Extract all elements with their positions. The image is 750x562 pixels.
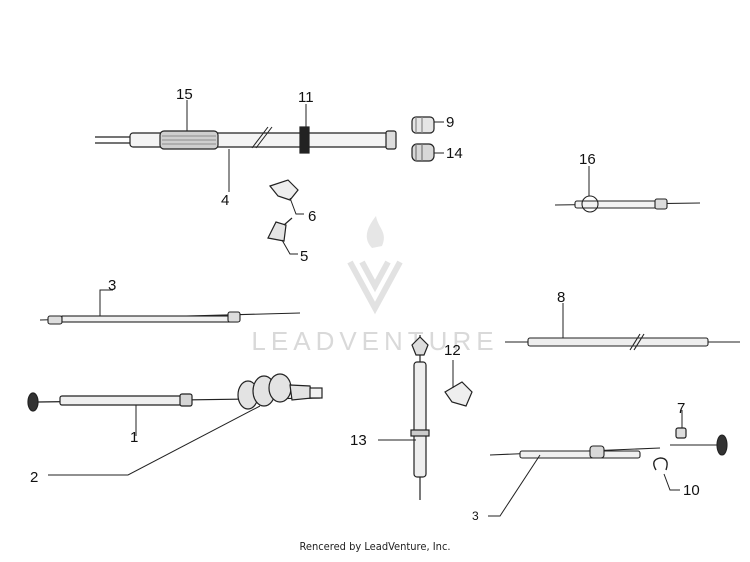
callout-13: 13 <box>350 432 367 449</box>
callout-5: 5 <box>300 248 308 265</box>
bolt-5 <box>267 217 293 242</box>
cable-3-lower <box>489 434 728 459</box>
callout-1: 1 <box>130 429 138 446</box>
clip-12 <box>444 381 473 407</box>
callout-15: 15 <box>176 86 193 103</box>
cable-3-upper <box>39 311 301 325</box>
spring-10 <box>653 457 668 471</box>
cap-14 <box>411 143 435 162</box>
clip-6 <box>268 179 299 201</box>
callouts: 15 11 9 14 4 6 5 16 3 8 12 7 1 13 2 10 3 <box>30 86 700 523</box>
boot-2 <box>237 373 323 410</box>
callout-9: 9 <box>446 114 454 131</box>
cap-9 <box>411 116 435 134</box>
cable-8 <box>505 333 740 351</box>
callout-7: 7 <box>677 400 685 417</box>
callout-14: 14 <box>446 145 463 162</box>
clip-7 <box>675 427 687 439</box>
callout-8: 8 <box>557 289 565 306</box>
callout-12: 12 <box>444 342 461 359</box>
watermark-logo-icon <box>347 216 403 315</box>
cable-assembly-4 <box>95 126 397 154</box>
callout-3-lower: 3 <box>472 509 479 523</box>
callout-4: 4 <box>221 192 229 209</box>
callout-3-upper: 3 <box>108 277 116 294</box>
cable-13 <box>410 335 430 500</box>
watermark-text: LEADVENTURE <box>251 326 498 356</box>
leader-lines <box>48 100 683 517</box>
callout-16: 16 <box>579 151 596 168</box>
footer-credit: Rencered by LeadVenture, Inc. <box>299 540 451 553</box>
callout-11: 11 <box>298 89 314 106</box>
cable-16 <box>554 195 701 213</box>
callout-10: 10 <box>683 482 700 499</box>
callout-2: 2 <box>30 469 38 486</box>
callout-6: 6 <box>308 208 316 225</box>
watermark: LEADVENTURE <box>251 216 498 356</box>
